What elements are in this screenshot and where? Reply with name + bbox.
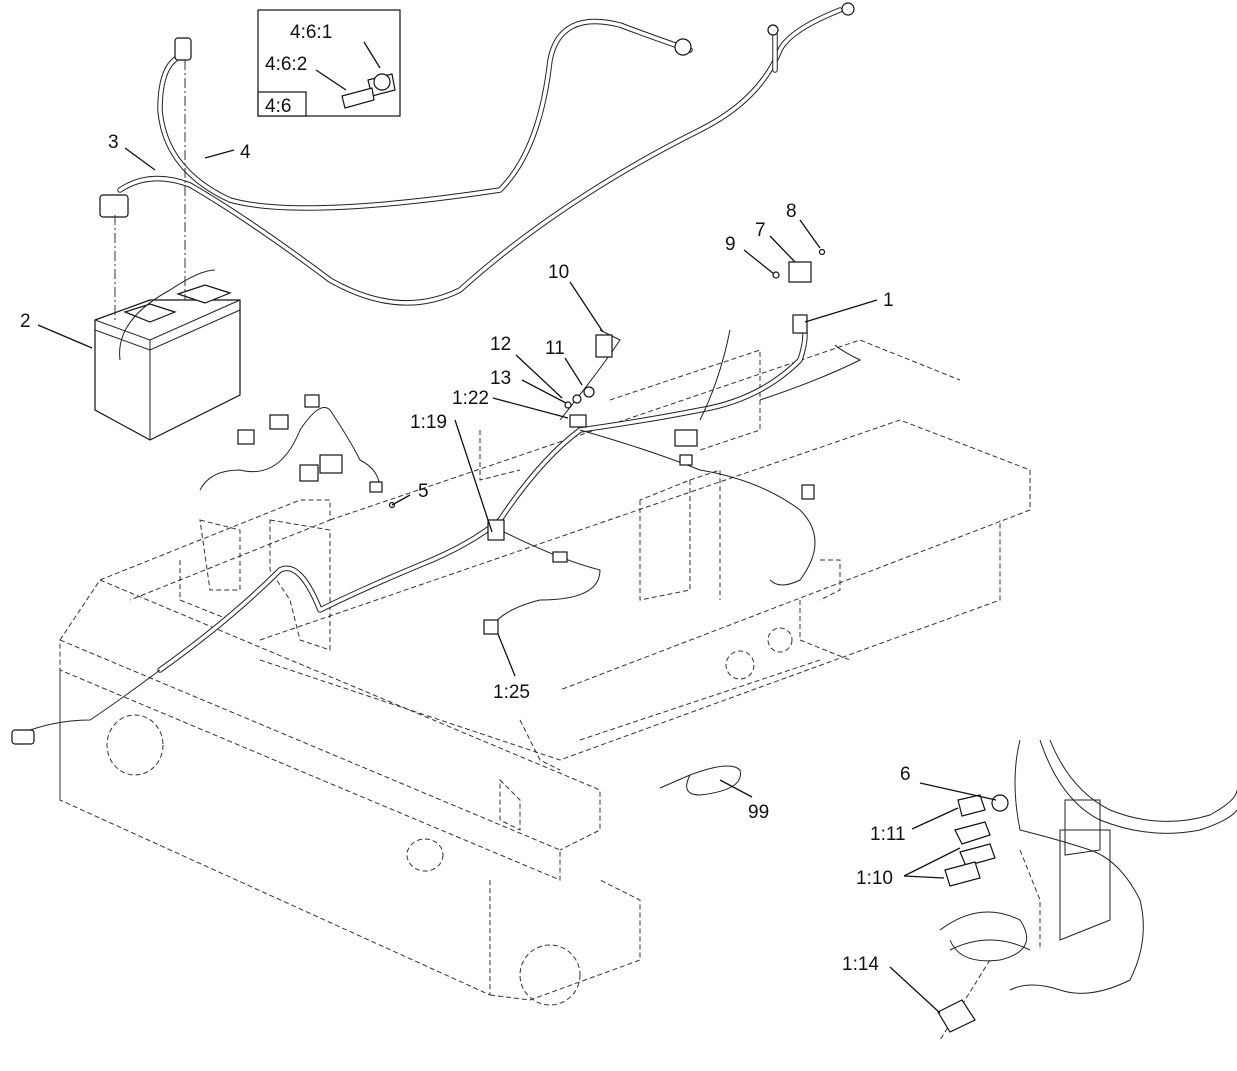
callout-99: 99 <box>748 802 769 823</box>
battery-cables <box>99 2 855 306</box>
callout-1-11: 1:11 <box>870 824 906 845</box>
callout-7: 7 <box>755 220 766 241</box>
cable-tie <box>659 765 741 796</box>
callout-3: 3 <box>108 132 119 153</box>
callout-6: 6 <box>900 764 911 785</box>
callout-8: 8 <box>786 201 797 222</box>
inset-label-4-6-2: 4:6:2 <box>265 54 307 75</box>
callout-13: 13 <box>490 368 511 389</box>
callout-1-14: 1:14 <box>842 954 879 975</box>
inset-label-4-6: 4:6 <box>265 96 291 117</box>
callout-1-10: 1:10 <box>856 868 893 889</box>
callout-12: 12 <box>490 334 511 355</box>
chassis-frame <box>59 339 1031 1006</box>
callout-labels: 4:6:1 4:6:2 4:6 1 2 3 4 5 6 7 8 9 10 11 … <box>20 22 911 975</box>
small-parts <box>388 248 826 563</box>
callout-1-25: 1:25 <box>493 682 530 703</box>
callout-2: 2 <box>20 311 31 332</box>
callout-4: 4 <box>240 142 251 163</box>
wire-harness <box>11 314 862 745</box>
inset-label-4-6-1: 4:6:1 <box>290 22 332 43</box>
callout-1-19: 1:19 <box>410 412 447 433</box>
callout-10: 10 <box>548 262 569 283</box>
callout-5: 5 <box>418 481 429 502</box>
callout-11: 11 <box>545 338 565 359</box>
callout-1-22: 1:22 <box>452 388 489 409</box>
fuse-detail-view <box>937 739 1237 1041</box>
callout-1: 1 <box>883 290 894 311</box>
callout-9: 9 <box>725 234 736 255</box>
leader-lines <box>37 41 997 1014</box>
battery <box>94 269 241 441</box>
